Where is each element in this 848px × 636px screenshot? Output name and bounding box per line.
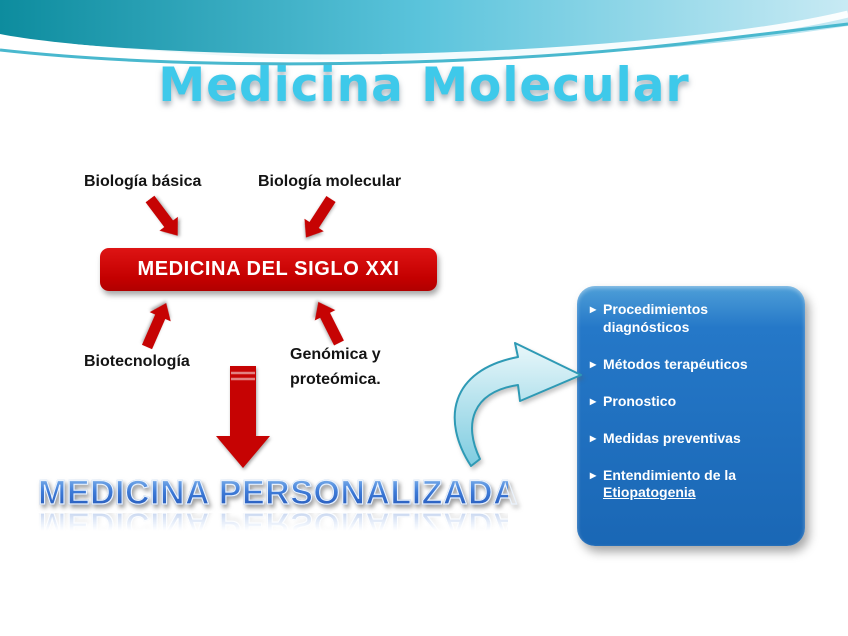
- list-item: ▸ Métodos terapéuticos: [590, 356, 797, 374]
- list-item: ▸ Pronostico: [590, 393, 797, 411]
- red-arrow-from-biologia-basica: [145, 195, 178, 236]
- panel-item-label: Procedimientos diagnósticos: [603, 301, 709, 335]
- result-label: MEDICINA PERSONALIZADA: [37, 473, 519, 512]
- bullet-arrow-icon: ▸: [590, 467, 597, 482]
- label-genomica-proteomica: Genómica y proteómica.: [290, 346, 381, 388]
- red-arrow-from-biotecnologia: [141, 303, 171, 350]
- red-arrow-from-biologia-molecular: [304, 196, 336, 238]
- page-title: Medicina Molecular: [158, 58, 690, 113]
- outcomes-panel: ▸ Procedimientos diagnósticos ▸ Métodos …: [577, 286, 805, 546]
- panel-item-label: Pronostico: [603, 392, 677, 409]
- list-item: ▸ Entendimiento de la Etiopatogenia: [590, 467, 797, 503]
- panel-item-text: Entendimiento de la: [603, 466, 737, 483]
- big-down-arrow: [216, 366, 270, 468]
- bullet-arrow-icon: ▸: [590, 356, 597, 371]
- label-biotecnologia: Biotecnología: [84, 353, 190, 370]
- bullet-arrow-icon: ▸: [590, 430, 597, 445]
- bullet-arrow-icon: ▸: [590, 393, 597, 408]
- wave-thin-line: [0, 22, 848, 66]
- list-item: ▸ Medidas preventivas: [590, 430, 797, 448]
- label-biologia-molecular: Biología molecular: [258, 173, 402, 190]
- etiopatogenia-link[interactable]: Etiopatogenia: [603, 484, 696, 501]
- curved-cyan-arrow: [453, 342, 582, 467]
- panel-item-label: Métodos terapéuticos: [603, 355, 748, 372]
- wave-white-stripe: [0, 10, 848, 62]
- bullet-arrow-icon: ▸: [590, 302, 597, 316]
- header-wave-decoration: [0, 0, 848, 66]
- panel-item-label: Medidas preventivas: [603, 429, 741, 446]
- list-item: ▸ Procedimientos diagnósticos: [590, 301, 797, 337]
- label-biologia-basica: Biología básica: [84, 173, 202, 190]
- red-arrow-from-genomica: [314, 301, 344, 346]
- panel-item-label: Entendimiento de la Etiopatogenia: [603, 467, 736, 503]
- result-wordart: MEDICINA PERSONALIZADA MEDICINA PERSONAL…: [37, 473, 519, 543]
- central-concept-box: MEDICINA DEL SIGLO XXI: [100, 248, 437, 291]
- result-label-reflection: MEDICINA PERSONALIZADA: [38, 513, 508, 543]
- central-concept-label: MEDICINA DEL SIGLO XXI: [137, 258, 400, 280]
